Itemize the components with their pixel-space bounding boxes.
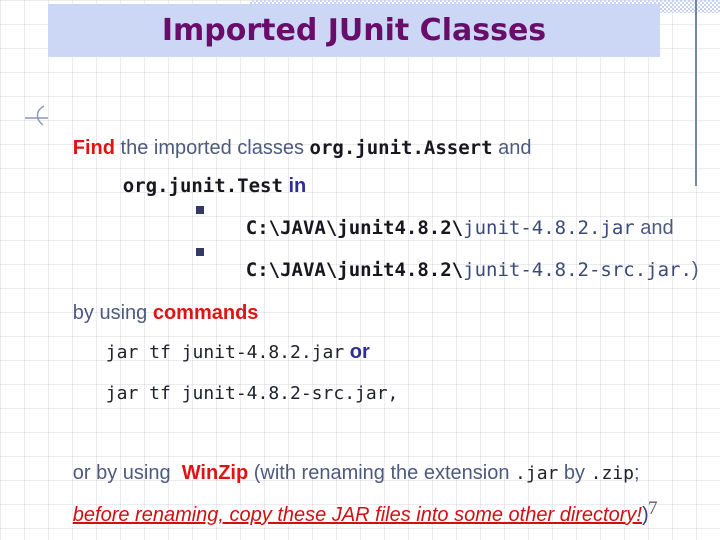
jar1-file-name: junit-4.8.2.jar: [463, 217, 635, 239]
command-line-2: jar tf junit-4.8.2-src.jar,: [88, 365, 399, 422]
vertical-rule: [695, 0, 697, 186]
jar1-path-prefix: C:\JAVA\junit4.8.2\: [245, 217, 464, 239]
jar2-path-prefix: C:\JAVA\junit4.8.2\: [245, 259, 464, 281]
jar1-and: and: [634, 217, 674, 239]
by-using-text: by using: [72, 302, 153, 324]
title-banner: Imported JUnit Classes: [48, 4, 660, 57]
or-keyword: or: [344, 341, 370, 363]
winzip-line: or by using WinZip (with renaming the ex…: [55, 444, 640, 503]
jar-path-line-1: C:\JAVA\junit4.8.2\junit-4.8.2.jar and: [228, 199, 674, 258]
find-line: Find the imported classes org.junit.Asse…: [55, 119, 532, 178]
by-text: by: [558, 462, 591, 484]
jar-tf-command-2: jar tf junit-4.8.2-src.jar,: [105, 383, 399, 404]
in-keyword: in: [282, 175, 307, 197]
command-line-1: jar tf junit-4.8.2.jar or: [88, 323, 370, 382]
jar2-file-name: junit-4.8.2-src.jar.: [463, 259, 692, 281]
jar-extension: .jar: [515, 463, 559, 484]
and-text: and: [492, 137, 532, 159]
page-title: Imported JUnit Classes: [161, 13, 547, 48]
assert-class-name: org.junit.Assert: [309, 137, 493, 159]
find-keyword: Find: [72, 137, 115, 159]
square-bullet-icon: [196, 248, 204, 256]
warning-paren: ): [641, 504, 649, 526]
jar-tf-command-1: jar tf junit-4.8.2.jar: [105, 342, 345, 363]
or-by-using-text: or by using: [72, 462, 182, 484]
warning-line: before renaming, copy these JAR files in…: [55, 486, 649, 540]
semicolon-text: ;: [633, 462, 640, 484]
test-line: org.junit.Test in: [105, 157, 307, 216]
star-bullet-icon: [24, 103, 56, 134]
page-number: 7: [648, 498, 658, 519]
renaming-text: (with renaming the extension: [248, 462, 516, 484]
jar2-paren: ): [691, 259, 699, 281]
commands-keyword: commands: [152, 302, 259, 324]
zip-extension: .zip: [590, 463, 634, 484]
jar-path-line-2: C:\JAVA\junit4.8.2\junit-4.8.2-src.jar.): [228, 241, 699, 300]
square-bullet-icon: [196, 206, 204, 214]
test-class-name: org.junit.Test: [122, 175, 283, 197]
warning-text: before renaming, copy these JAR files in…: [72, 504, 642, 526]
by-using-line: by using commands: [55, 284, 259, 343]
winzip-keyword: WinZip: [181, 462, 249, 484]
find-text: the imported classes: [115, 137, 310, 159]
